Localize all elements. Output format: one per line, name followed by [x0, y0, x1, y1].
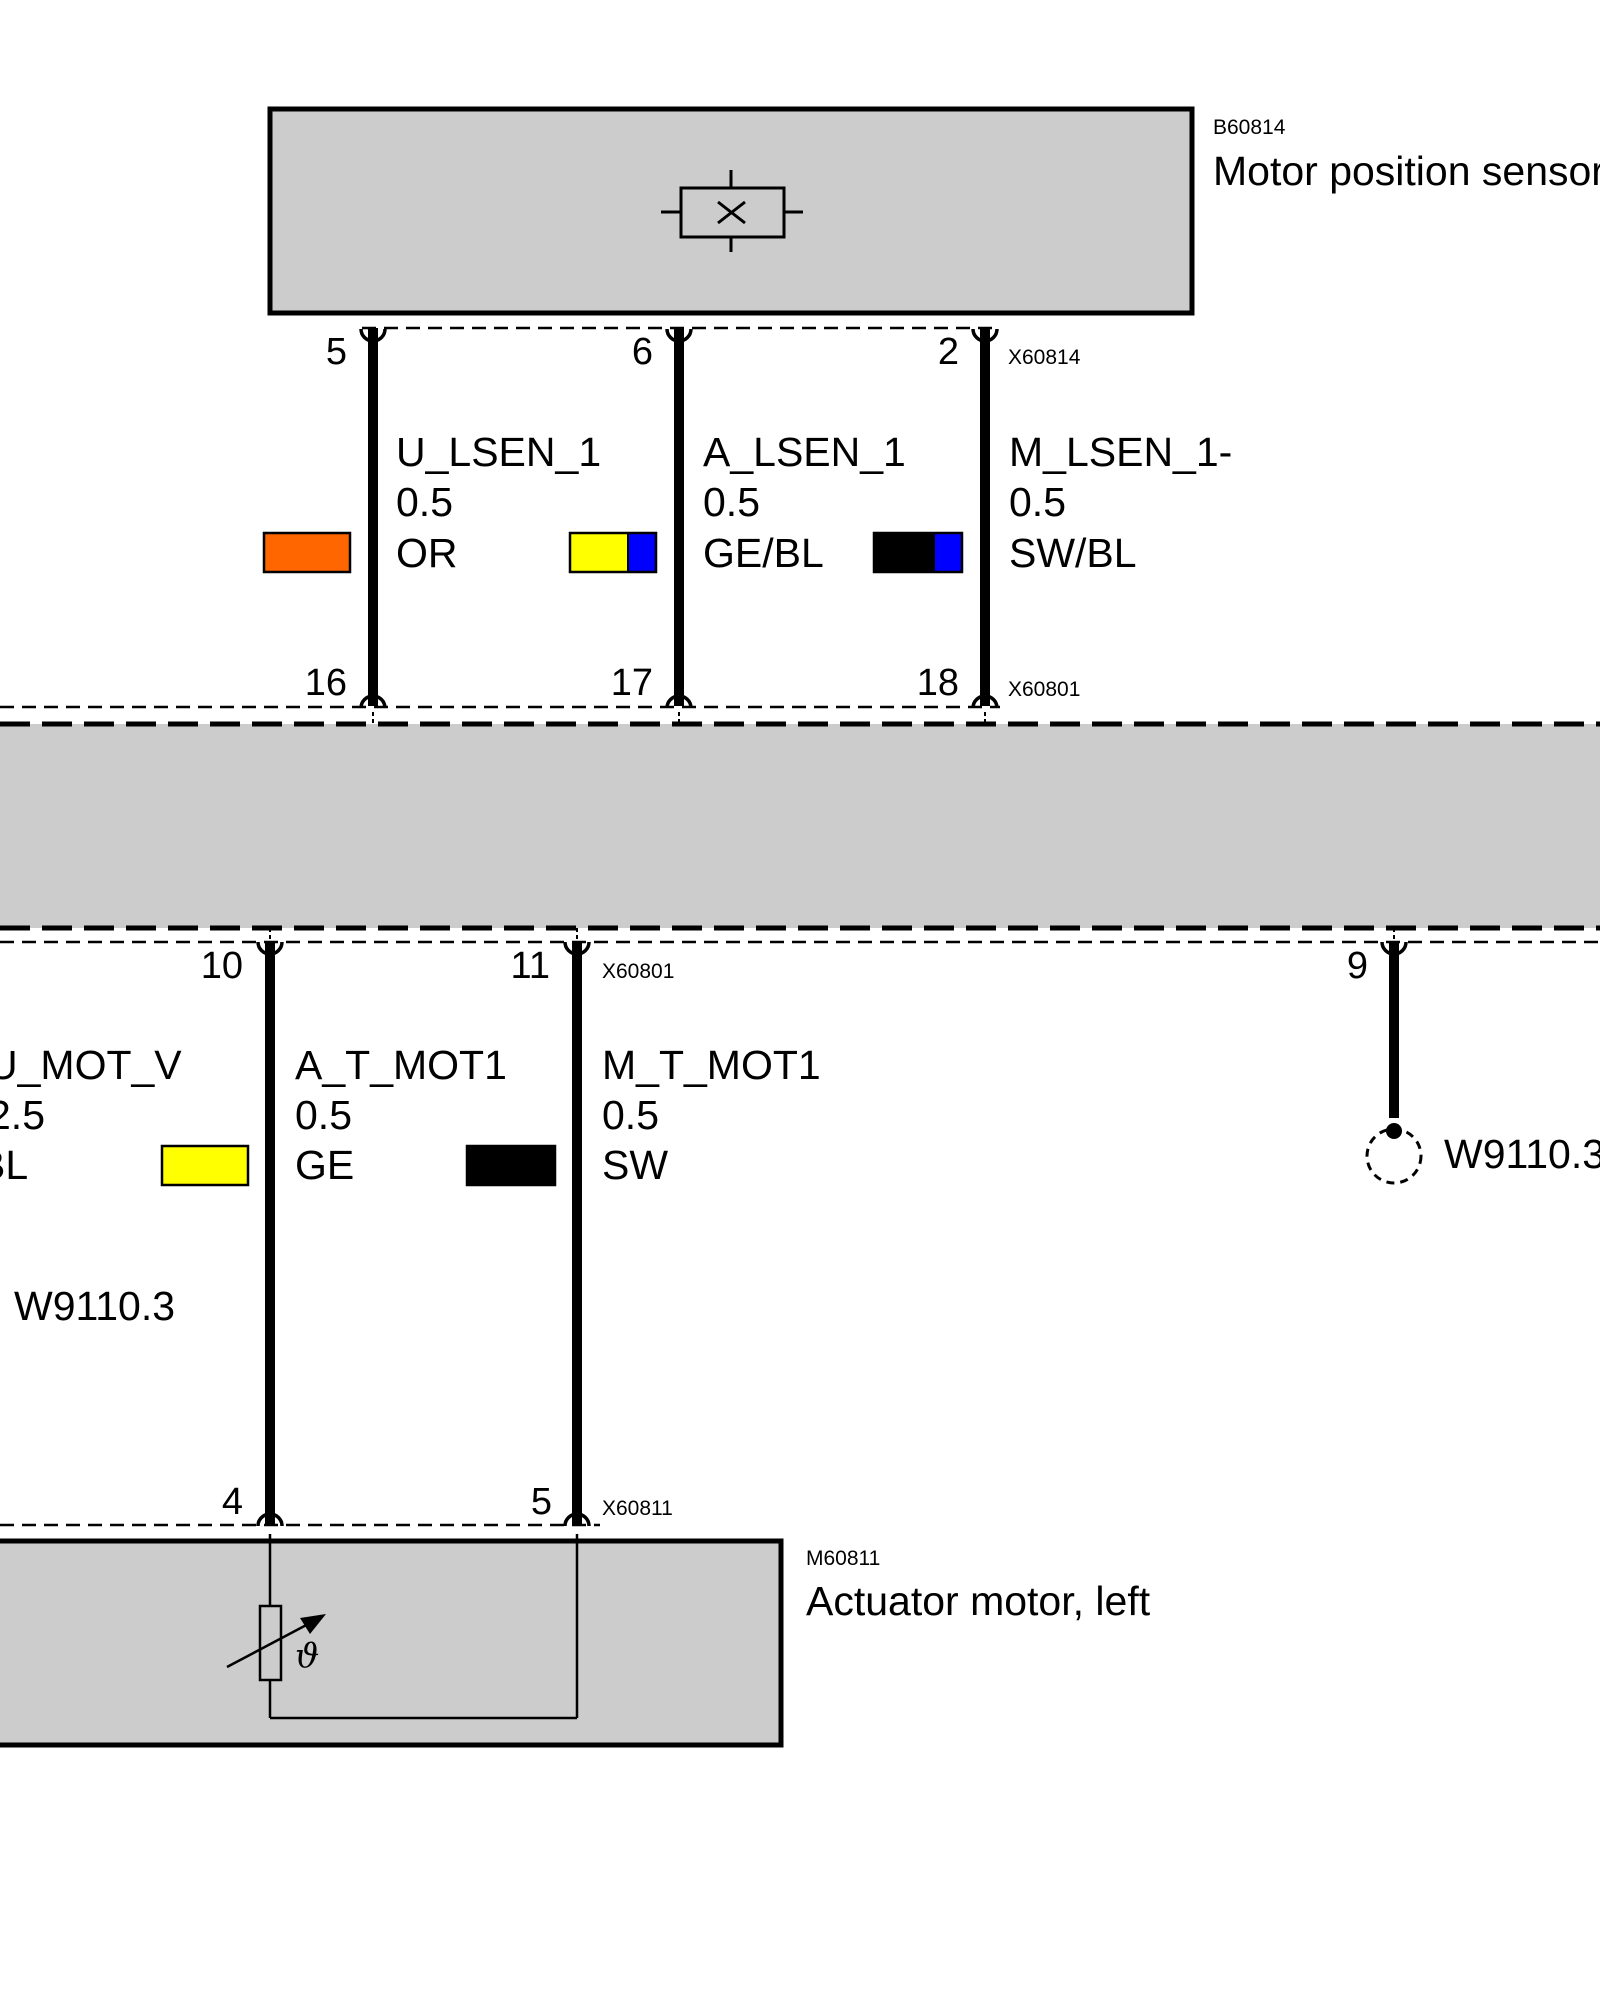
- wire-m-lsen-1-signal: M_LSEN_1-: [1009, 429, 1232, 475]
- wire-a-t-mot1-pin-a: 10: [201, 945, 243, 987]
- wire-a-t-mot1-swatch: [160, 1144, 250, 1187]
- wire-m-t-mot1-signal: M_T_MOT1: [602, 1042, 821, 1088]
- left-reference: W9110.3: [14, 1283, 175, 1329]
- thermistor-circuit: [226, 1534, 579, 1720]
- wire-a-lsen-1: 6 17 A_LSEN_1 0.5 GE/BL: [568, 328, 906, 724]
- wire-m-lsen-1-pin-b: 18: [917, 662, 959, 704]
- wire-a-t-mot1-pin-b: 4: [222, 1481, 243, 1523]
- wire-m-lsen-1: 2 18 M_LSEN_1- 0.5 SW/BL: [872, 328, 1232, 724]
- wire-a-t-mot1-gauge: 0.5: [295, 1092, 352, 1138]
- wire-a-lsen-1-pin-a: 6: [632, 331, 653, 373]
- wire-u-lsen-1: 5 16 U_LSEN_1 0.5 OR: [262, 328, 601, 724]
- thermistor-arrow-icon: [300, 1614, 326, 1634]
- motor-code: M60811: [806, 1547, 880, 1570]
- motor-name: Actuator motor, left: [806, 1578, 1151, 1624]
- thermistor-symbol: ϑ: [295, 1636, 319, 1676]
- wire-a-t-mot1-color: GE: [295, 1142, 354, 1188]
- module-top-connector-id: X60801: [1008, 678, 1080, 701]
- wire-m-lsen-1-swatch-primary: [874, 533, 934, 572]
- sensor-code: B60814: [1213, 116, 1286, 139]
- motor-box: [0, 1538, 784, 1748]
- wire-u-lsen-1-pin-a: 5: [326, 331, 347, 373]
- sensor-symbol-icon: [661, 170, 803, 252]
- wire-m-t-mot1: 11 5 M_T_MOT1 0.5 SW: [465, 928, 821, 1527]
- ground-point-icon: [1365, 1127, 1423, 1185]
- wire-m-lsen-1-swatch-stripe: [934, 533, 962, 572]
- wire-m-t-mot1-gauge: 0.5: [602, 1092, 659, 1138]
- wire-a-t-mot1-signal: A_T_MOT1: [295, 1042, 507, 1088]
- ground-pin: 9: [1347, 945, 1368, 987]
- wire-m-t-mot1-color: SW: [602, 1142, 668, 1188]
- wire-m-t-mot1-swatch: [465, 1144, 557, 1187]
- wire-u-mot-v-signal: U_MOT_V: [0, 1042, 182, 1088]
- wire-a-t-mot1: 10 4 A_T_MOT1 0.5 GE: [160, 928, 507, 1527]
- wire-a-lsen-1-swatch-stripe: [628, 533, 656, 572]
- wire-a-lsen-1-signal: A_LSEN_1: [703, 429, 906, 475]
- sensor-name: Motor position sensor,: [1213, 148, 1600, 194]
- wire-ground: 9 W9110.3: [1347, 928, 1600, 1185]
- wire-u-mot-v-gauge: 2.5: [0, 1092, 45, 1138]
- wire-m-t-mot1-pin-a: 11: [511, 945, 550, 987]
- module-bottom-connector-id: X60801: [602, 960, 674, 983]
- sensor-connector-id: X60814: [1008, 346, 1081, 369]
- wire-a-lsen-1-swatch-primary: [570, 533, 628, 572]
- wire-a-lsen-1-gauge: 0.5: [703, 479, 760, 525]
- wire-u-mot-v-color: BL: [0, 1142, 28, 1188]
- wire-u-lsen-1-color: OR: [396, 530, 458, 576]
- ground-dot: [1386, 1123, 1402, 1139]
- wire-a-lsen-1-pin-b: 17: [611, 662, 653, 704]
- control-module-box: [0, 724, 1600, 928]
- wire-m-lsen-1-pin-a: 2: [938, 331, 959, 373]
- wire-u-mot-v: U_MOT_V 2.5 BL: [0, 1042, 182, 1188]
- wire-u-lsen-1-signal: U_LSEN_1: [396, 429, 601, 475]
- wire-m-lsen-1-color: SW/BL: [1009, 530, 1137, 576]
- wire-u-lsen-1-pin-b: 16: [305, 662, 347, 704]
- ground-reference: W9110.3: [1444, 1131, 1600, 1177]
- wire-m-t-mot1-pin-b: 5: [531, 1481, 552, 1523]
- wire-a-lsen-1-color: GE/BL: [703, 530, 824, 576]
- wire-u-lsen-1-swatch: [262, 531, 352, 574]
- wire-m-lsen-1-gauge: 0.5: [1009, 479, 1066, 525]
- wire-u-lsen-1-gauge: 0.5: [396, 479, 453, 525]
- motor-connector-id: X60811: [602, 1497, 673, 1520]
